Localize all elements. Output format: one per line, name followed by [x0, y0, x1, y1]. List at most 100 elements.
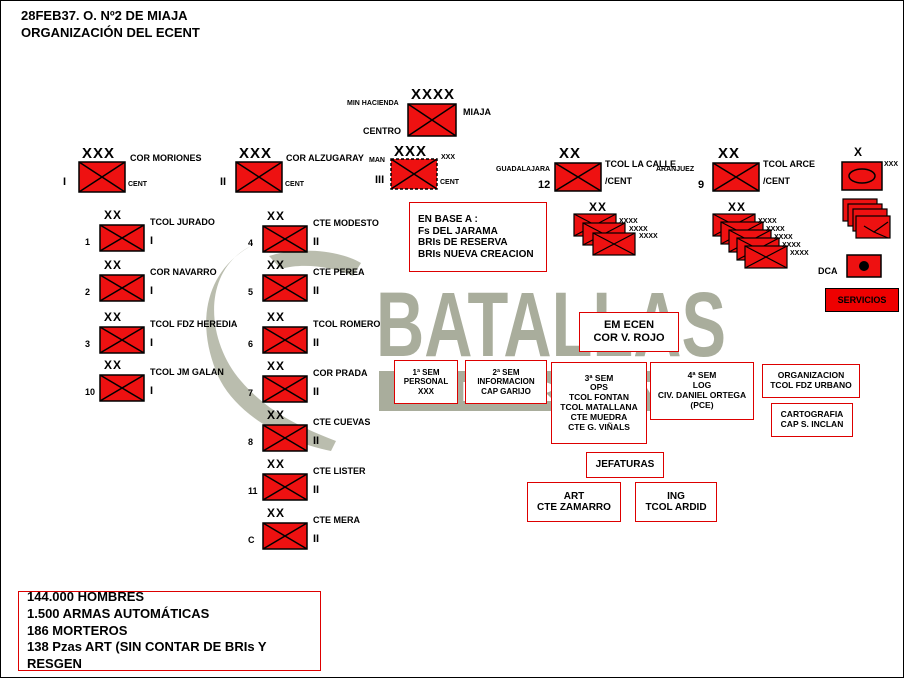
hq-unit-mark: XXX	[884, 161, 899, 168]
reserve-box: EN BASE A : Fs DEL JARAMA BRIs DE RESERV…	[409, 202, 547, 272]
sem-4-title: 4ª SEM	[687, 370, 717, 381]
division-col2-6-roman: II	[313, 533, 320, 545]
division-col2-6-number: C	[248, 535, 255, 545]
division-col1-3-roman: I	[150, 385, 154, 397]
division-col2-0-roman: II	[313, 236, 320, 248]
division-col2-1-echelon: XX	[267, 258, 286, 272]
corps-9-stack-echelon: XX	[728, 200, 747, 214]
ing-box: ING TCOL ARDID	[635, 482, 717, 522]
corps-9-unit-symbol	[712, 162, 760, 192]
em-ecen-chief: COR V. ROJO	[593, 332, 665, 344]
corps-9-stack-mark-3: XXXX	[774, 234, 793, 241]
corps-9-suffix: /CENT	[763, 176, 790, 186]
sem-1-title: 1ª SEM	[412, 368, 440, 378]
division-col1-0-commander: TCOL JURADO	[150, 217, 215, 227]
header-title: ORGANIZACIÓN DEL ECENT	[21, 25, 200, 40]
sem-4-box: 4ª SEM LOG CIV. DANIEL ORTEGA (PCE)	[650, 362, 754, 420]
division-col1-1-echelon: XX	[104, 258, 123, 272]
cartografia-box: CARTOGRAFIA CAP S. INCLAN	[771, 403, 853, 437]
totals-artillery: 138 Pzas ART (SIN CONTAR DE BRIs Y RESGE…	[27, 639, 267, 672]
division-col2-1-roman: II	[313, 285, 320, 297]
totals-automatic-weapons: 1.500 ARMAS AUTOMÁTICAS	[27, 605, 210, 621]
cavalry-unit-symbol	[841, 161, 883, 191]
army-group-unit-symbol	[407, 103, 457, 137]
totals-men: 144.000 HOMBRES	[27, 588, 145, 604]
division-col2-4-number: 8	[248, 437, 254, 447]
sem-1-chief: XXX	[417, 386, 434, 396]
division-col2-5-commander: CTE LISTER	[313, 466, 366, 476]
reserve-line-1: EN BASE A :	[418, 214, 478, 225]
sem-3-member-3: CTE MUEDRA	[570, 411, 628, 422]
corps-ii-commander: COR ALZUGARAY	[286, 153, 364, 163]
division-col2-0-echelon: XX	[267, 209, 286, 223]
corps-12-stack-mark-1: XXXX	[619, 218, 638, 225]
corps-ii-suffix: CENT	[285, 181, 305, 188]
engineer-stack-symbol	[842, 198, 892, 242]
sem-3-title: 3ª SEM	[584, 372, 614, 383]
division-col1-2-commander: TCOL FDZ HEREDIA	[150, 319, 238, 329]
division-col1-3-unit-symbol	[99, 374, 145, 402]
sem-2-area: INFORMACION	[477, 377, 535, 387]
division-col2-5-unit-symbol	[262, 473, 308, 501]
corps-iii-prefix: MAN	[369, 157, 385, 164]
corps-9-stack-mark-5: XXXX	[790, 250, 809, 257]
min-hacienda-label: MIN HACIENDA	[347, 100, 399, 107]
division-col2-2-unit-symbol	[262, 326, 308, 354]
division-col1-0-unit-symbol	[99, 224, 145, 252]
sem-1-area: PERSONAL	[403, 377, 449, 387]
division-col1-3-echelon: XX	[104, 358, 123, 372]
division-col1-0-roman: I	[150, 235, 154, 247]
ing-title: ING	[667, 490, 685, 502]
division-col2-0-unit-symbol	[262, 225, 308, 253]
sem-2-title: 2ª SEM	[492, 368, 520, 378]
corps-i-number: I	[63, 176, 67, 188]
em-ecen-title: EM ECEN	[603, 319, 655, 332]
division-col1-1-commander: COR NAVARRO	[150, 267, 217, 277]
corps-12-echelon: XX	[559, 145, 582, 162]
division-col2-2-roman: II	[313, 337, 320, 349]
sem-3-box: 3ª SEM OPS TCOL FONTAN TCOL MATALLANA CT…	[551, 362, 647, 444]
division-col1-1-unit-symbol	[99, 274, 145, 302]
division-col2-0-number: 4	[248, 238, 254, 248]
cartografia-title: CARTOGRAFIA	[780, 409, 844, 420]
dca-label: DCA	[818, 266, 838, 276]
totals-mortars: 186 MORTEROS	[27, 622, 128, 638]
art-box: ART CTE ZAMARRO	[527, 482, 621, 522]
division-col2-4-roman: II	[313, 435, 320, 447]
division-col2-5-echelon: XX	[267, 457, 286, 471]
sem-3-area: OPS	[590, 382, 608, 393]
corps-iii-right-mark: XXX	[441, 154, 456, 161]
organizacion-chief: TCOL FDZ URBANO	[770, 380, 852, 390]
centro-label: CENTRO	[363, 126, 401, 136]
sem-2-chief: CAP GARIJO	[481, 386, 531, 396]
division-col1-0-echelon: XX	[104, 208, 123, 222]
division-col2-5-roman: II	[313, 484, 320, 496]
corps-9-echelon: XX	[718, 145, 741, 162]
corps-9-number: 9	[698, 179, 705, 191]
division-col1-3-commander: TCOL JM GALAN	[150, 367, 224, 377]
division-col2-6-echelon: XX	[267, 506, 286, 520]
corps-9-stack-mark-1: XXXX	[758, 218, 777, 225]
division-col2-0-commander: CTE MODESTO	[313, 218, 379, 228]
corps-12-suffix: /CENT	[605, 176, 632, 186]
division-col2-6-unit-symbol	[262, 522, 308, 550]
header-date-order: 28FEB37. O. Nº2 DE MIAJA	[21, 8, 188, 23]
division-col2-2-echelon: XX	[267, 310, 286, 324]
corps-12-location: GUADALAJARA	[496, 166, 551, 173]
division-col2-3-number: 7	[248, 388, 254, 398]
corps-9-location: ARANJUEZ	[656, 166, 695, 173]
miaja-label: MIAJA	[463, 107, 492, 117]
sem-4-affiliation: (PCE)	[690, 399, 714, 410]
corps-ii-unit-symbol	[235, 161, 283, 193]
division-col2-1-unit-symbol	[262, 274, 308, 302]
reserve-line-3: BRIs DE RESERVA	[418, 237, 508, 248]
sem-1-box: 1ª SEM PERSONAL XXX	[394, 360, 458, 404]
corps-i-commander: COR MORIONES	[130, 153, 202, 163]
sem-4-chief: CIV. DANIEL ORTEGA	[657, 390, 747, 400]
corps-i-suffix: CENT	[128, 181, 148, 188]
reserve-line-2: Fs DEL JARAMA	[418, 225, 498, 237]
corps-12-stack-echelon: XX	[589, 200, 608, 214]
corps-12-stack-mark-3: XXXX	[639, 233, 658, 240]
division-col2-4-echelon: XX	[267, 408, 286, 422]
art-chief: CTE ZAMARRO	[537, 502, 611, 513]
